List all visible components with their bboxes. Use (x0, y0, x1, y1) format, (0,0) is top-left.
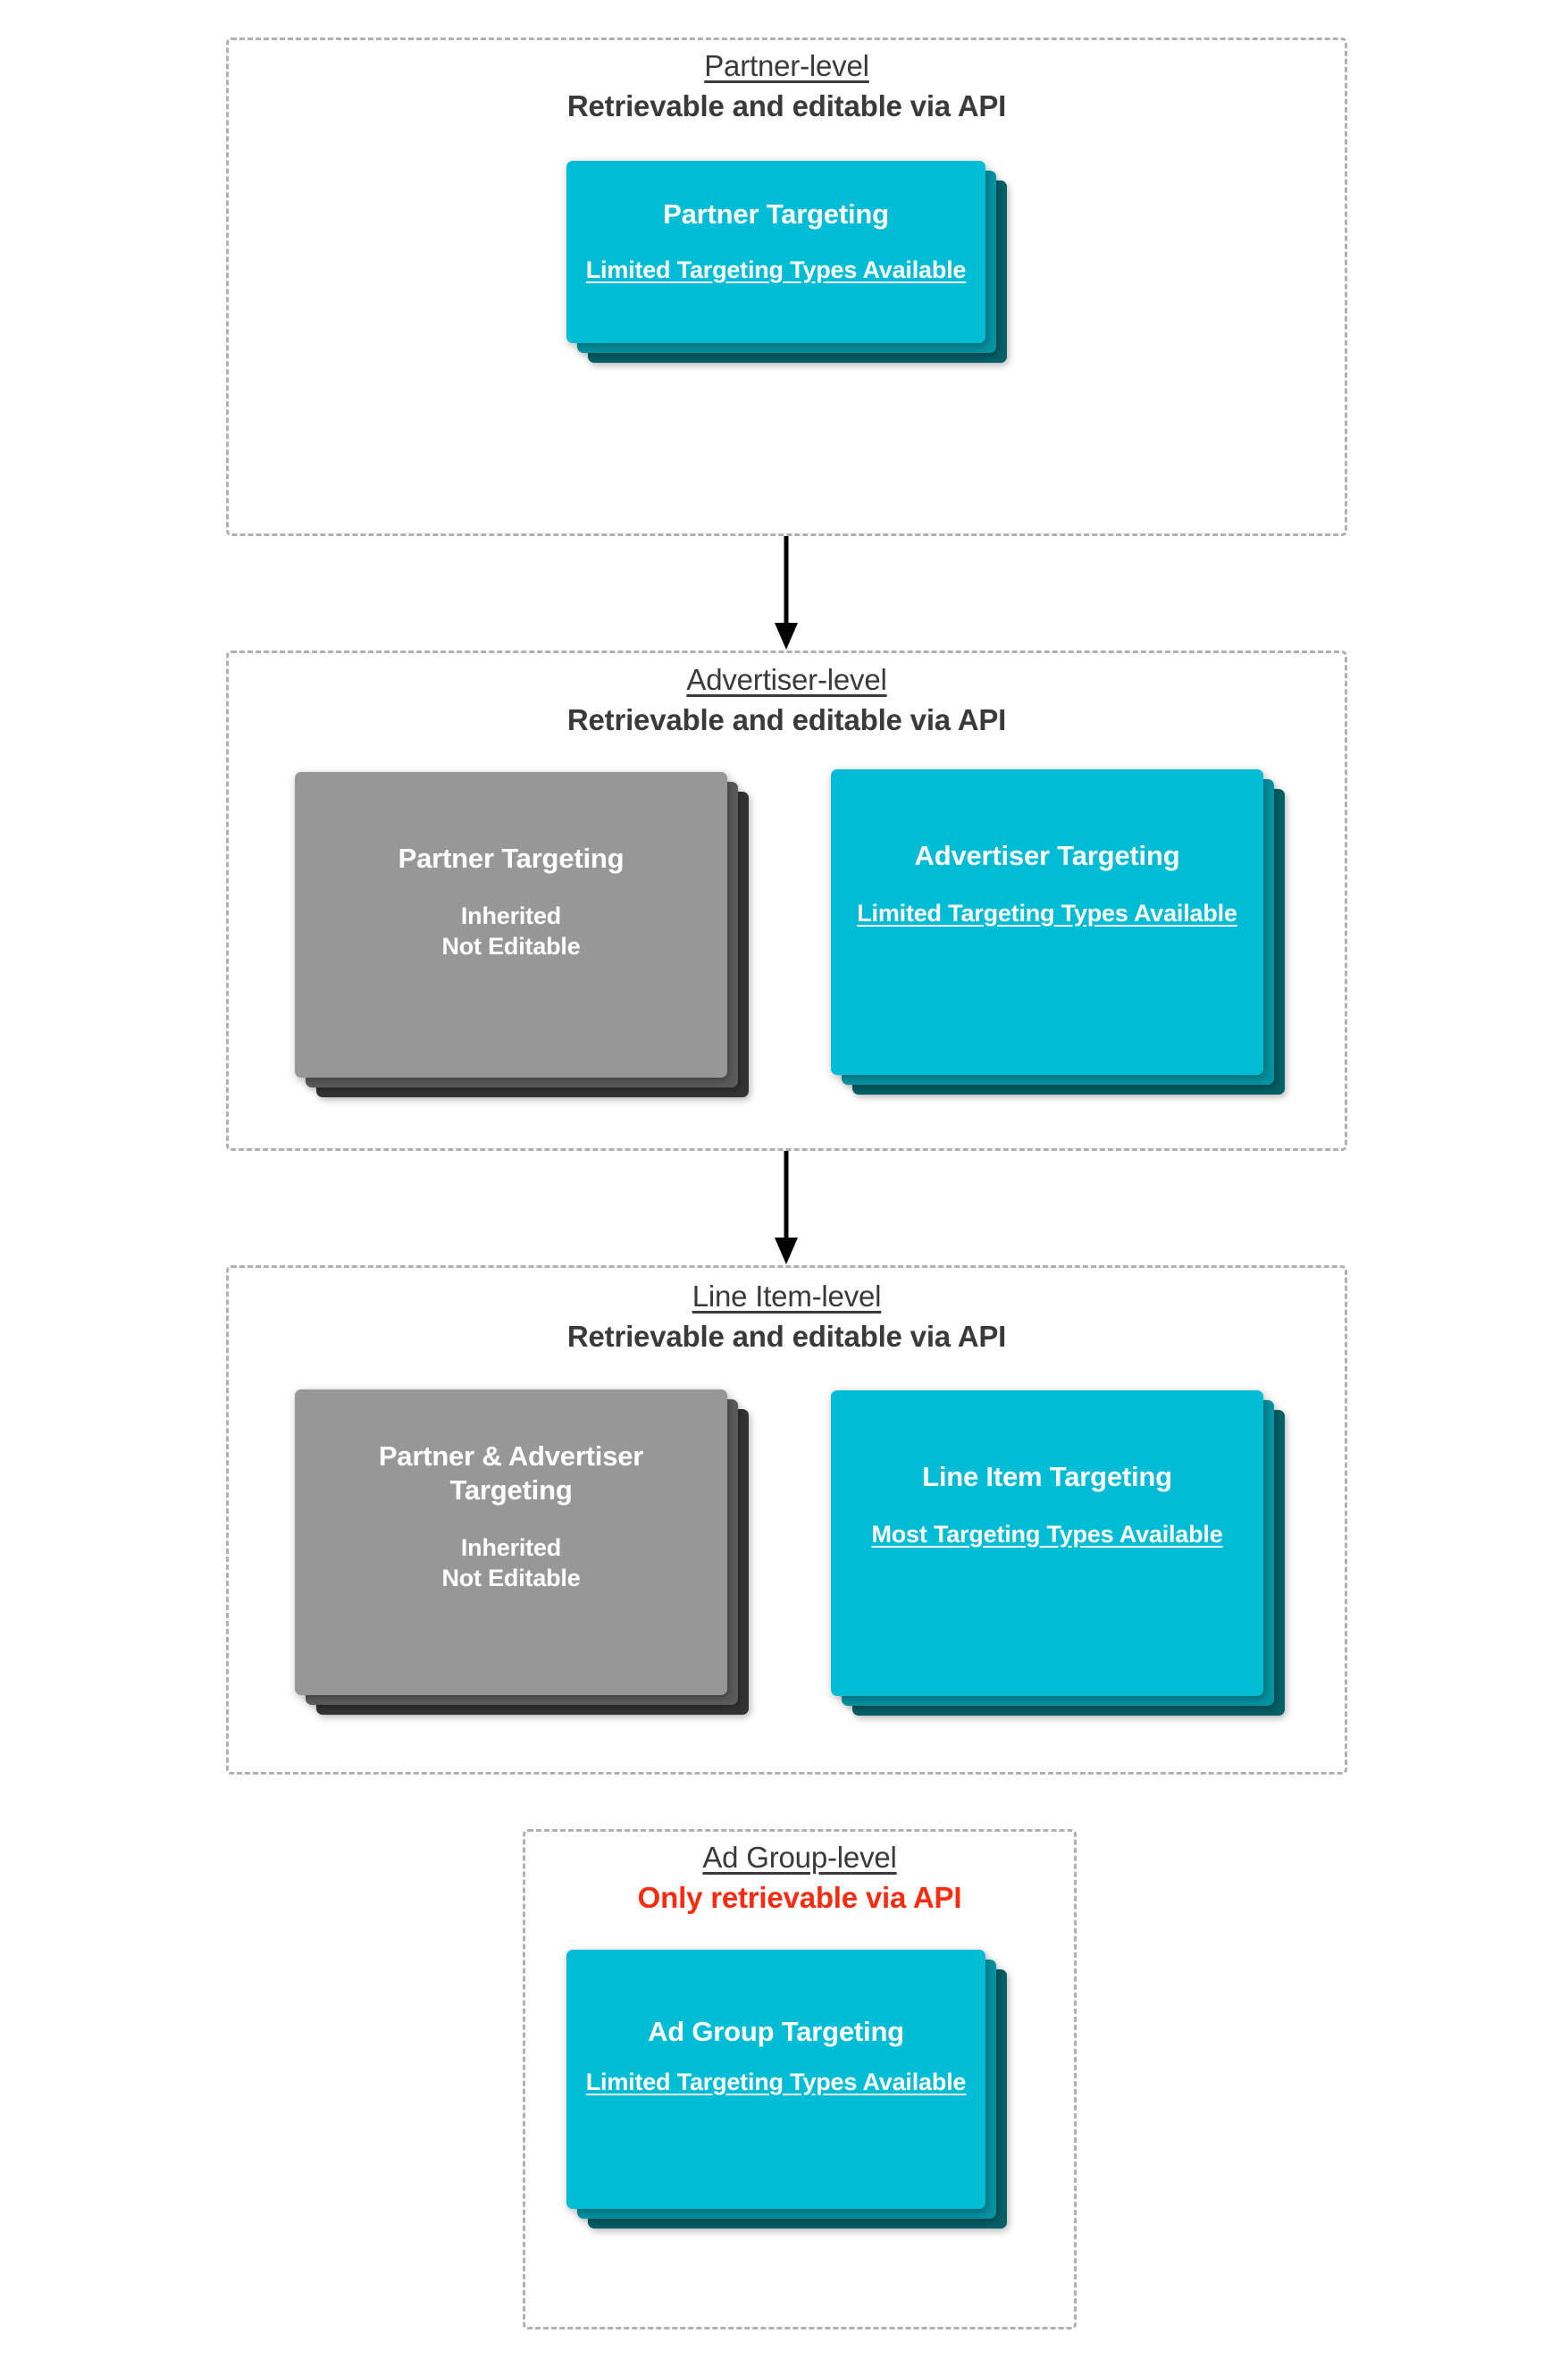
card-stack-inherited-partner-advertiser-targeting: Partner & Advertiser Targeting Inherited… (295, 1389, 759, 1738)
card-stack-partner-targeting: Partner Targeting Limited Targeting Type… (566, 161, 1009, 365)
card-title: Advertiser Targeting (914, 840, 1180, 871)
card-inherited-partner-targeting[interactable]: Partner Targeting Inherited Not Editable (295, 772, 727, 1078)
level-box-advertiser (226, 651, 1347, 1151)
card-line-item-targeting[interactable]: Line Item Targeting Most Targeting Types… (831, 1390, 1263, 1696)
card-partner-targeting[interactable]: Partner Targeting Limited Targeting Type… (566, 161, 985, 343)
connector-advertiser-to-line-item (775, 1151, 798, 1264)
card-note: Limited Targeting Types Available (585, 256, 967, 283)
card-ad-group-targeting[interactable]: Ad Group Targeting Limited Targeting Typ… (566, 1950, 985, 2209)
card-note: Inherited Not Editable (441, 1533, 581, 1591)
card-note: Limited Targeting Types Available (585, 2068, 967, 2095)
card-title: Ad Group Targeting (648, 2016, 904, 2047)
card-title: Partner & Advertiser Targeting (378, 1440, 644, 1506)
card-stack-inherited-partner-targeting: Partner Targeting Inherited Not Editable (295, 772, 759, 1121)
level-box-partner (226, 38, 1347, 536)
card-inherited-partner-advertiser-targeting[interactable]: Partner & Advertiser Targeting Inherited… (295, 1389, 727, 1695)
level-box-line-item (226, 1265, 1347, 1775)
card-note: Inherited Not Editable (441, 902, 581, 961)
card-note: Most Targeting Types Available (871, 1520, 1223, 1548)
card-title: Partner Targeting (398, 843, 625, 874)
card-stack-ad-group-targetingr: Ad Group Targeting Limited Targeting Typ… (566, 1950, 1009, 2254)
card-stack-advertiser-targeting: Advertiser Targeting Limited Targeting T… (831, 769, 1295, 1118)
card-title: Partner Targeting (663, 198, 889, 230)
card-stack-line-item-targeting: Line Item Targeting Most Targeting Types… (831, 1390, 1295, 1739)
card-advertiser-targeting[interactable]: Advertiser Targeting Limited Targeting T… (831, 769, 1263, 1075)
card-title: Line Item Targeting (922, 1461, 1172, 1492)
connector-partner-to-advertiser (775, 536, 798, 650)
level-box-ad-group (523, 1829, 1077, 2329)
card-note: Limited Targeting Types Available (857, 899, 1237, 927)
